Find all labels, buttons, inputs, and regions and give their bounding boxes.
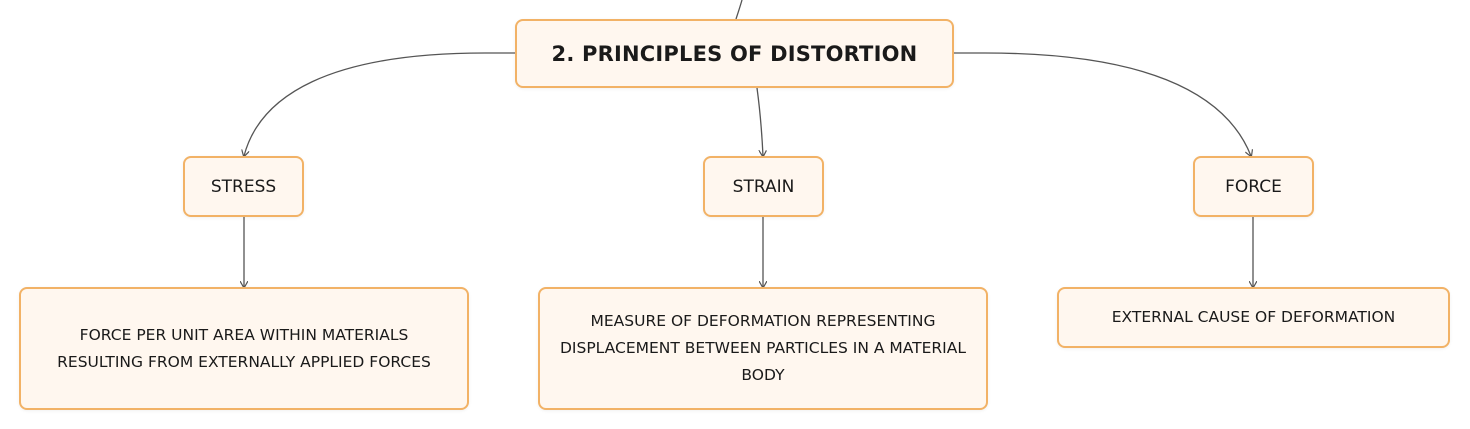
detail-node-strain[interactable]: MEASURE OF DEFORMATION REPRESENTING DISP… [538,287,988,410]
detail-node-force-text: EXTERNAL CAUSE OF DEFORMATION [1112,304,1396,331]
topic-node-stress-label: STRESS [210,176,277,197]
detail-line: RESULTING FROM EXTERNALLY APPLIED FORCES [57,352,431,371]
connector-incoming-root [735,0,743,20]
topic-node-force-label: FORCE [1225,176,1282,197]
detail-node-stress[interactable]: FORCE PER UNIT AREA WITHIN MATERIALS RES… [19,287,469,410]
topic-node-stress[interactable]: STRESS [183,156,304,217]
detail-line: FORCE PER UNIT AREA WITHIN MATERIALS [79,325,409,344]
root-node[interactable]: 2. PRINCIPLES OF DISTORTION [515,19,954,88]
detail-node-strain-text: MEASURE OF DEFORMATION REPRESENTING DISP… [560,308,966,389]
connector-root-to-strain [756,87,763,156]
detail-node-force[interactable]: EXTERNAL CAUSE OF DEFORMATION [1057,287,1450,348]
detail-line: DISPLACEMENT BETWEEN PARTICLES IN A MATE… [559,339,966,357]
connector-root-to-force [954,52,1251,156]
detail-line: MEASURE OF DEFORMATION REPRESENTING [590,312,936,330]
topic-node-strain[interactable]: STRAIN [703,156,824,217]
detail-line: EXTERNAL CAUSE OF DEFORMATION [1111,308,1396,326]
connector-root-to-stress [244,52,515,156]
topic-node-strain-label: STRAIN [732,176,795,197]
root-node-label: 2. PRINCIPLES OF DISTORTION [551,41,918,66]
topic-node-force[interactable]: FORCE [1193,156,1314,217]
detail-node-stress-text: FORCE PER UNIT AREA WITHIN MATERIALS RES… [57,322,431,376]
detail-line: BODY [741,366,785,384]
